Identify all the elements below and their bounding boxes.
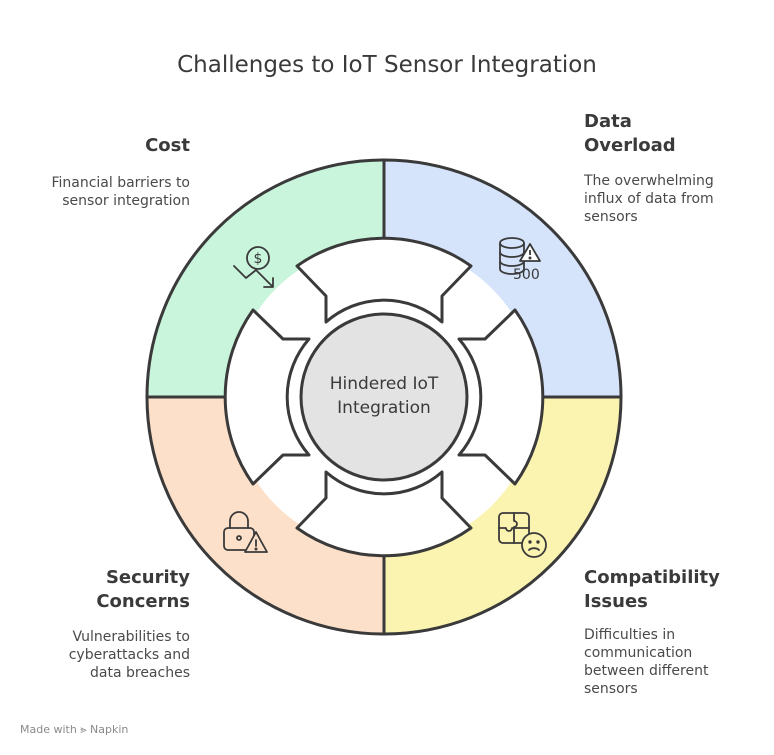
arrow-top	[295, 236, 473, 324]
svg-text:$: $	[254, 251, 263, 267]
arrow-left	[223, 308, 311, 486]
lock-warning-icon	[223, 511, 268, 553]
page-title: Challenges to IoT Sensor Integration	[177, 52, 597, 78]
security-title: Security Concerns	[96, 567, 190, 612]
arrow-bottom	[295, 470, 473, 558]
money-down-icon: $	[233, 246, 274, 288]
data-overload-title: Data Overload	[584, 111, 676, 156]
cost-title: Cost	[145, 135, 190, 156]
footer-credit: Made with ⪢ Napkin	[20, 723, 129, 736]
cost-description: Financial barriers to sensor integration	[51, 175, 190, 209]
compatibility-description: Difficulties in communication between di…	[584, 627, 709, 697]
database-warning-icon: 500	[499, 237, 541, 283]
compatibility-title: Compatibility Issues	[584, 567, 720, 612]
center-label: Hindered IoT Integration	[329, 374, 439, 418]
arrow-right	[457, 308, 545, 486]
center-circle	[299, 312, 469, 482]
data-overload-description: The overwhelming influx of data from sen…	[584, 173, 714, 225]
puzzle-face-icon	[498, 512, 547, 558]
icon-500-text: 500	[513, 267, 540, 283]
security-description: Vulnerabilities to cyberattacks and data…	[68, 629, 190, 681]
